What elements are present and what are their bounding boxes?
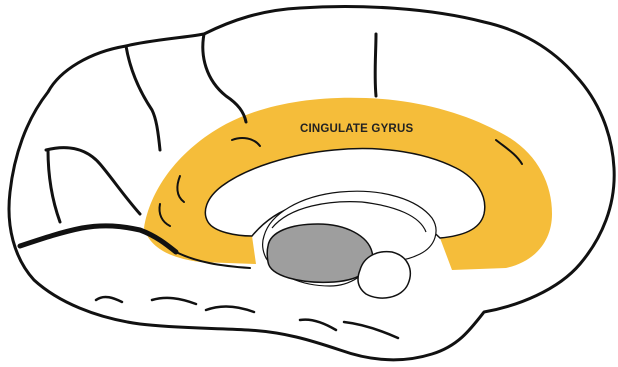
thalamus-region [267, 224, 372, 282]
cingulate-gyrus-label: CINGULATE GYRUS [300, 123, 413, 135]
sulcus-central [375, 34, 376, 96]
